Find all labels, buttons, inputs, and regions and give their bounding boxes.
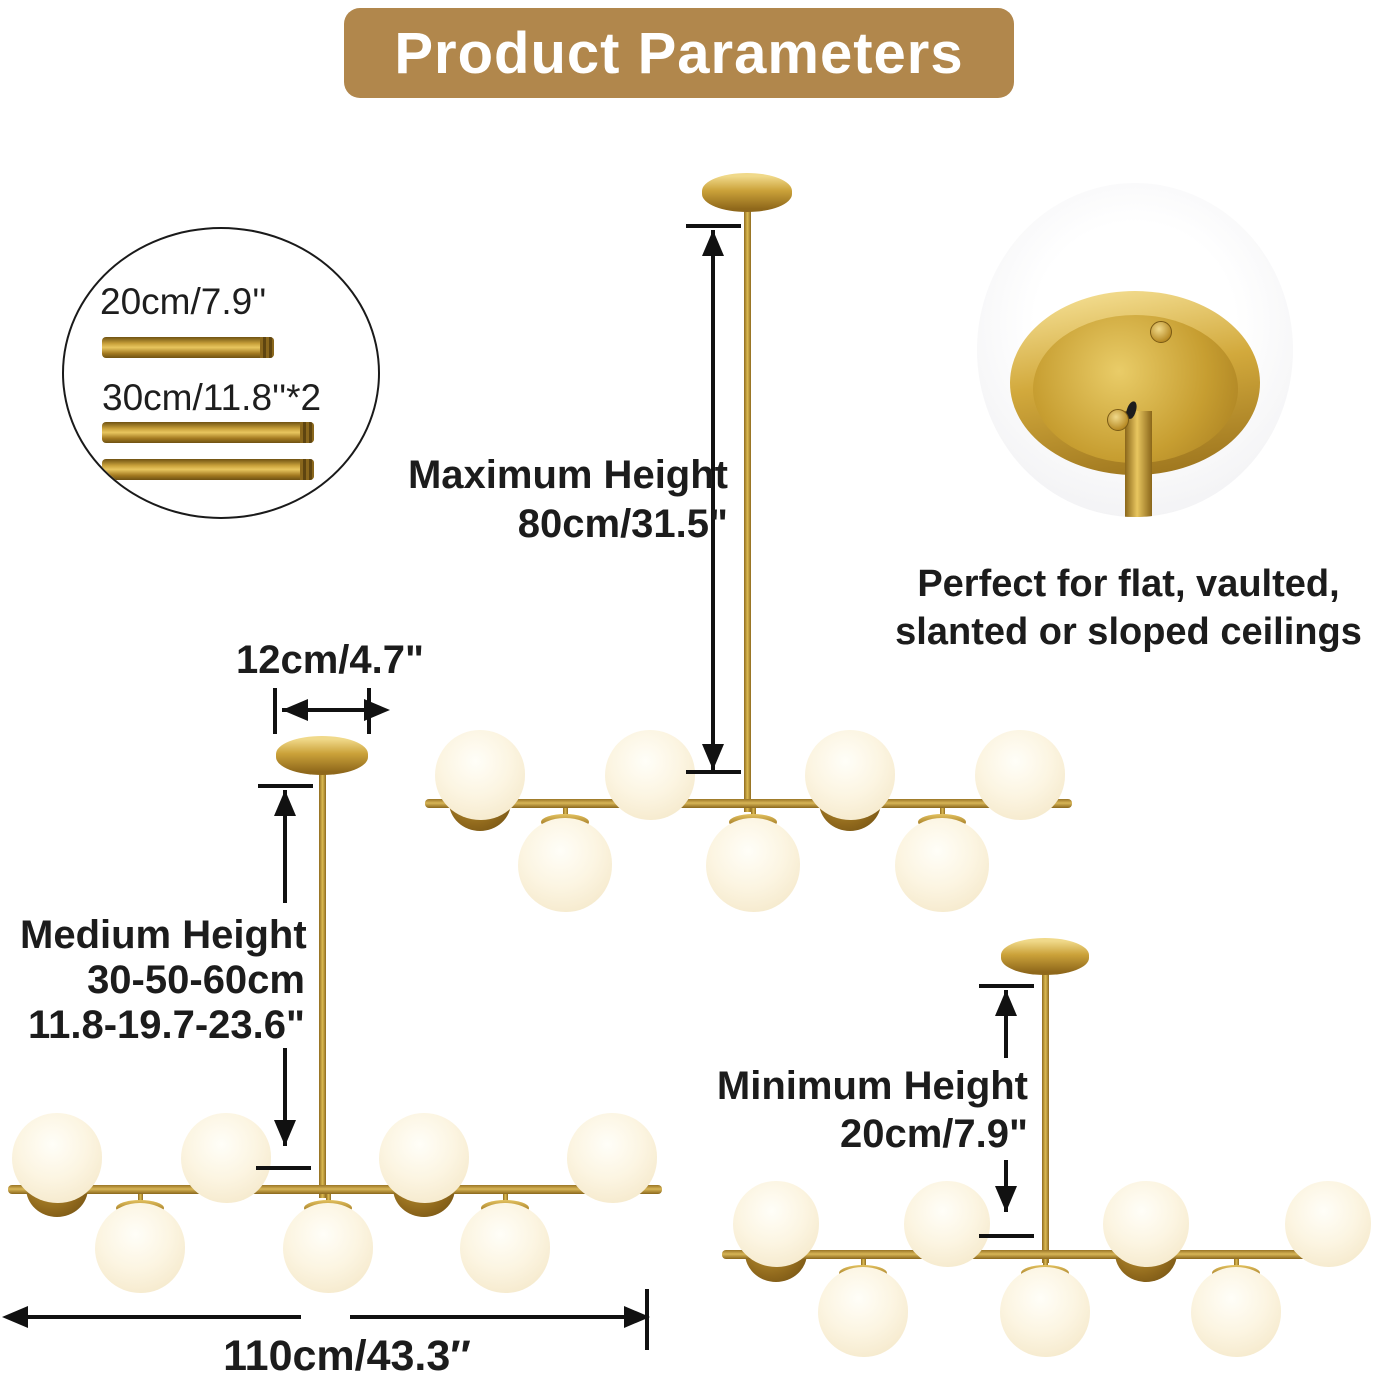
max-height-arrow-line — [711, 230, 715, 770]
canopy-width-arrow-arrowhead-left — [282, 699, 308, 721]
max-height-arrow-arrowhead-up — [702, 230, 724, 256]
medium-height-arrow-tick — [256, 1166, 311, 1170]
canopy-width-arrow-line — [282, 708, 364, 712]
chandelier-max-height-glass-globe-up — [805, 730, 895, 820]
canopy-width-arrow-tick — [273, 688, 277, 734]
min-height-arrow-arrowhead-down — [995, 1186, 1017, 1212]
chandelier-min-height-glass-globe-up — [1103, 1181, 1189, 1267]
canopy-screw-top — [1150, 321, 1172, 343]
note-line-1: Perfect for flat, vaulted, — [917, 563, 1340, 605]
chandelier-max-height-glass-globe-up — [975, 730, 1065, 820]
chandelier-min-height-glass-globe-down — [818, 1267, 908, 1357]
chandelier-min-height-glass-globe-up — [1285, 1181, 1371, 1267]
bar-length-arrow-line — [350, 1315, 627, 1319]
ceiling-canopy-detail — [977, 183, 1293, 517]
medium-height-label: Medium Height — [20, 913, 307, 957]
rod-20cm-label: 20cm/7.9'' — [100, 281, 267, 322]
min-height-label: Minimum Height — [716, 1064, 1028, 1108]
min-height-value: 20cm/7.9" — [840, 1112, 1028, 1156]
chandelier-medium-height-glass-globe-down — [95, 1203, 185, 1293]
chandelier-max-height-globe-stem — [563, 807, 568, 817]
extension-rod-30cm-image-2 — [102, 459, 314, 480]
max-height-label: Maximum Height — [407, 453, 728, 497]
chandelier-max-height-glass-globe-up — [435, 730, 525, 820]
chandelier-min-height-glass-globe-up — [733, 1181, 819, 1267]
chandelier-medium-height-glass-globe-down — [460, 1203, 550, 1293]
medium-height-arrow-line — [283, 1048, 287, 1146]
chandelier-medium-height-globe-stem — [503, 1193, 508, 1203]
chandelier-min-height-glass-globe-up — [904, 1181, 990, 1267]
bar-length-arrow-line — [25, 1315, 301, 1319]
chandelier-max-height-glass-globe-down — [706, 818, 800, 912]
chandelier-medium-height-glass-globe-up — [181, 1113, 271, 1203]
rod-30cm-label: 30cm/11.8''*2 — [102, 377, 322, 418]
medium-height-arrow-tick — [258, 784, 313, 788]
chandelier-max-height-glass-globe-down — [518, 818, 612, 912]
chandelier-min-height-globe-stem — [1234, 1258, 1239, 1268]
chandelier-max-height-stem-rod — [744, 208, 751, 812]
chandelier-max-height-glass-globe-up — [605, 730, 695, 820]
extension-rod-kit-detail: 20cm/7.9'' 30cm/11.8''*2 — [62, 227, 380, 519]
chandelier-medium-height-glass-globe-up — [12, 1113, 102, 1203]
canopy-screw-bottom — [1107, 409, 1129, 431]
chandelier-medium-height-glass-globe-down — [283, 1203, 373, 1293]
extension-rod-20cm-image — [102, 337, 274, 358]
chandelier-medium-height-globe-stem — [138, 1193, 143, 1203]
chandelier-min-height-canopy — [1001, 938, 1089, 975]
chandelier-min-height-glass-globe-down — [1000, 1267, 1090, 1357]
chandelier-medium-height-glass-globe-up — [379, 1113, 469, 1203]
chandelier-max-height-globe-stem — [940, 807, 945, 817]
medium-height-arrow-line — [283, 790, 287, 903]
min-height-arrow-tick — [979, 984, 1034, 988]
chandelier-max-height-bar — [425, 799, 1072, 808]
medium-height-value-cm: 30-50-60cm — [87, 958, 305, 1002]
chandelier-max-height-glass-globe-down — [895, 818, 989, 912]
max-height-arrow-tick — [686, 224, 741, 228]
medium-height-arrow-arrowhead-up — [274, 790, 296, 816]
chandelier-min-height-glass-globe-down — [1191, 1267, 1281, 1357]
min-height-arrow-line — [1004, 990, 1008, 1058]
canopy-stem-image — [1125, 411, 1152, 517]
min-height-arrow-tick — [979, 1234, 1034, 1238]
chandelier-min-height-bar — [722, 1250, 1336, 1259]
chandelier-min-height-globe-stem — [861, 1258, 866, 1268]
chandelier-max-height-canopy — [702, 173, 792, 212]
canopy-width-arrow-arrowhead-right — [364, 699, 390, 721]
extension-rod-30cm-image-1 — [102, 422, 314, 443]
chandelier-min-height-globe-stem — [1043, 1258, 1048, 1268]
chandelier-medium-height-globe-stem — [326, 1193, 331, 1203]
chandelier-medium-height-canopy — [276, 736, 368, 775]
chandelier-medium-height-glass-globe-up — [567, 1113, 657, 1203]
chandelier-medium-height-stem-rod — [319, 772, 326, 1198]
chandelier-medium-height-bar — [8, 1185, 662, 1194]
max-height-arrow-tick — [686, 770, 741, 774]
ceiling-compatibility-note: Perfect for flat, vaulted, slanted or sl… — [880, 560, 1377, 656]
medium-height-value-in: 11.8-19.7-23.6" — [28, 1003, 305, 1047]
page-title: Product Parameters — [394, 20, 964, 86]
note-line-2: slanted or sloped ceilings — [895, 611, 1362, 653]
chandelier-min-height-stem-rod — [1042, 972, 1049, 1263]
chandelier-max-height-globe-stem — [751, 807, 756, 817]
bar-length-arrow-arrowhead-right — [624, 1306, 650, 1328]
max-height-value: 80cm/31.5" — [517, 502, 728, 546]
bar-length-arrow-arrowhead-left — [2, 1306, 28, 1328]
bar-length-value: 110cm/43.3″ — [223, 1332, 471, 1376]
min-height-arrow-arrowhead-up — [995, 990, 1017, 1016]
canopy-width-value: 12cm/4.7" — [236, 638, 424, 682]
title-banner: Product Parameters — [344, 8, 1014, 98]
max-height-arrow-arrowhead-down — [702, 744, 724, 770]
medium-height-arrow-arrowhead-down — [274, 1120, 296, 1146]
